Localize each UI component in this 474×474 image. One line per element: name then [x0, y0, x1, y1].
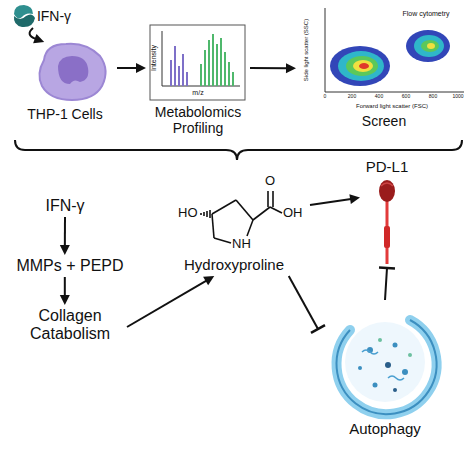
- arrow-head: [60, 245, 70, 255]
- inhibition-bar: [379, 266, 395, 269]
- node-text: Intensity: [150, 45, 158, 71]
- arrow-head: [349, 194, 360, 204]
- bracket: [15, 140, 462, 160]
- flow-plot: [324, 8, 464, 92]
- tick-label: 800: [429, 94, 437, 100]
- node-text: MMPs + PEPD: [8, 257, 132, 275]
- cell-drawing: [39, 44, 105, 100]
- inhibition-connector: [379, 268, 395, 300]
- arrow-connector: [30, 28, 45, 43]
- node-text: PD-L1: [360, 158, 414, 175]
- arrow-head: [203, 276, 214, 285]
- inhibition-bar: [311, 325, 325, 333]
- process-box: Collagen Catabolism: [13, 305, 127, 349]
- tick-label: 200: [348, 94, 356, 100]
- arrow-connector: [250, 63, 296, 73]
- process-box: IFN-γ: [23, 195, 107, 217]
- node-text: Autophagy: [318, 420, 452, 437]
- cell-node: THP-1 Cells: [13, 42, 117, 126]
- tick-label: 1000: [452, 94, 463, 100]
- tick-label: 400: [375, 94, 383, 100]
- atom-label: NH: [232, 237, 251, 251]
- node-text: IFN-γ: [37, 8, 71, 24]
- node-text: Side light scatter (SSC): [303, 19, 310, 81]
- connector-line: [127, 281, 206, 327]
- screen-node: Flow cytometrySide light scatter (SSC) Fo…: [296, 2, 472, 132]
- autophagy-drawing: [337, 320, 437, 414]
- atom-label: O: [265, 174, 275, 188]
- blob-left: [330, 46, 390, 86]
- connector-line: [30, 28, 36, 39]
- node-text: Metabolomics Profiling: [146, 104, 250, 136]
- connector-line: [117, 67, 137, 69]
- connector-line: [385, 268, 387, 300]
- arrow-connector: [60, 277, 70, 305]
- arrow-connector: [127, 276, 214, 327]
- arrow-head: [60, 295, 70, 305]
- blob-right: [406, 30, 450, 62]
- arrow-head: [136, 63, 146, 73]
- metabolomics-node: Intensity m/zMetabolomics Profiling: [146, 22, 250, 137]
- atom-label: OH: [283, 206, 303, 220]
- receptor-node: PD-L1: [360, 158, 414, 268]
- node-text: IFN-γ: [23, 197, 107, 215]
- atom-label: HO: [178, 206, 198, 220]
- connector-line: [310, 199, 351, 205]
- spectrum-plot: [150, 25, 245, 100]
- arrow-connector: [117, 63, 146, 73]
- tick-label: 600: [402, 94, 410, 100]
- autophagy-node: Autophagy: [318, 300, 452, 445]
- connector-line: [64, 277, 66, 296]
- node-text: Forward light scatter (FSC): [356, 103, 428, 110]
- stimulus-label: IFN-γ: [12, 4, 82, 28]
- node-text: Screen: [296, 113, 472, 129]
- node-text: Hydroxyproline: [158, 256, 310, 273]
- receptor-drawing: [379, 180, 395, 264]
- metabolite-node: Hydroxyproline: [158, 168, 310, 276]
- arrow-connector: [310, 194, 360, 205]
- connector-line: [64, 217, 66, 246]
- node-text: Collagen Catabolism: [13, 307, 127, 344]
- arrow-head: [33, 34, 44, 43]
- inhibition-connector: [289, 276, 325, 333]
- process-box: MMPs + PEPD: [8, 255, 132, 277]
- arrow-connector: [60, 217, 70, 255]
- connector-line: [289, 276, 318, 329]
- node-text: m/z: [192, 89, 203, 97]
- node-text: Flow cytometry: [402, 10, 449, 18]
- arrow-head: [286, 63, 296, 73]
- node-text: THP-1 Cells: [13, 106, 117, 122]
- ifn-icon: [14, 5, 35, 27]
- connector-line: [250, 67, 287, 69]
- molecule-drawing: [201, 191, 282, 243]
- tick-label: 0: [324, 94, 327, 100]
